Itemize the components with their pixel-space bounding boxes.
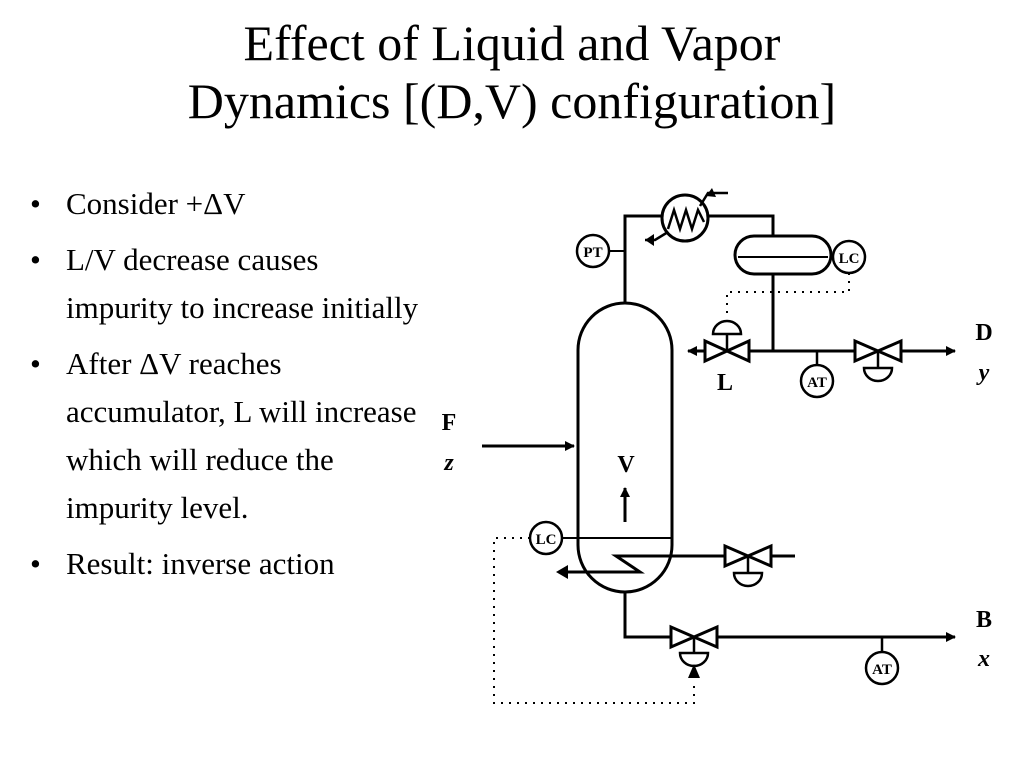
- signal-line-bottom: [493, 537, 695, 704]
- bullet-item: Consider +ΔV: [26, 180, 426, 228]
- bottoms-label: B: [976, 607, 992, 633]
- bottoms-valve: [669, 624, 719, 678]
- signal-line-top: [726, 273, 850, 318]
- reboiler-coil: [556, 554, 795, 579]
- lc-top-label: LC: [839, 251, 860, 267]
- bottoms-comp-label: x: [977, 646, 990, 672]
- bullet-list: Consider +ΔV L/V decrease causes impurit…: [26, 180, 426, 596]
- pt-label: PT: [583, 245, 602, 261]
- distillate-valve: [853, 338, 903, 383]
- analyzer-transmitter-top: AT: [799, 363, 835, 399]
- lc-bottom-label: LC: [536, 532, 557, 548]
- coolant-in-line: [698, 191, 728, 207]
- at-top-label: AT: [807, 375, 827, 391]
- vapor-label: V: [617, 452, 635, 478]
- reflux-drum: [733, 234, 833, 276]
- title-line-2: Dynamics [(D,V) configuration]: [187, 73, 837, 129]
- reflux-valve: [703, 319, 751, 364]
- steam-valve: [723, 543, 773, 588]
- slide-title: Effect of Liquid and Vapor Dynamics [(D,…: [0, 14, 1024, 130]
- condensate-line: [708, 214, 775, 238]
- pressure-transmitter: PT: [575, 233, 625, 269]
- distillation-column: [576, 301, 674, 594]
- bottoms-line: [623, 592, 956, 642]
- bullet-item: L/V decrease causes impurity to increase…: [26, 236, 426, 332]
- bullet-item: Result: inverse action: [26, 540, 426, 588]
- title-line-1: Effect of Liquid and Vapor: [243, 15, 781, 71]
- analyzer-transmitter-bottom: AT: [864, 650, 900, 686]
- at-bottom-label: AT: [872, 662, 892, 678]
- condenser: [645, 188, 728, 246]
- distillate-comp-label: y: [976, 360, 990, 386]
- overhead-vapor-line: [623, 214, 662, 303]
- bullet-item: After ΔV reaches accumulator, L will inc…: [26, 340, 426, 532]
- distillate-label: D: [975, 320, 992, 346]
- level-controller-top: LC: [831, 239, 867, 275]
- feed-label: F: [442, 410, 457, 436]
- reflux-label: L: [717, 370, 733, 396]
- level-controller-bottom: LC: [528, 520, 564, 556]
- feed-comp-label: z: [443, 450, 454, 476]
